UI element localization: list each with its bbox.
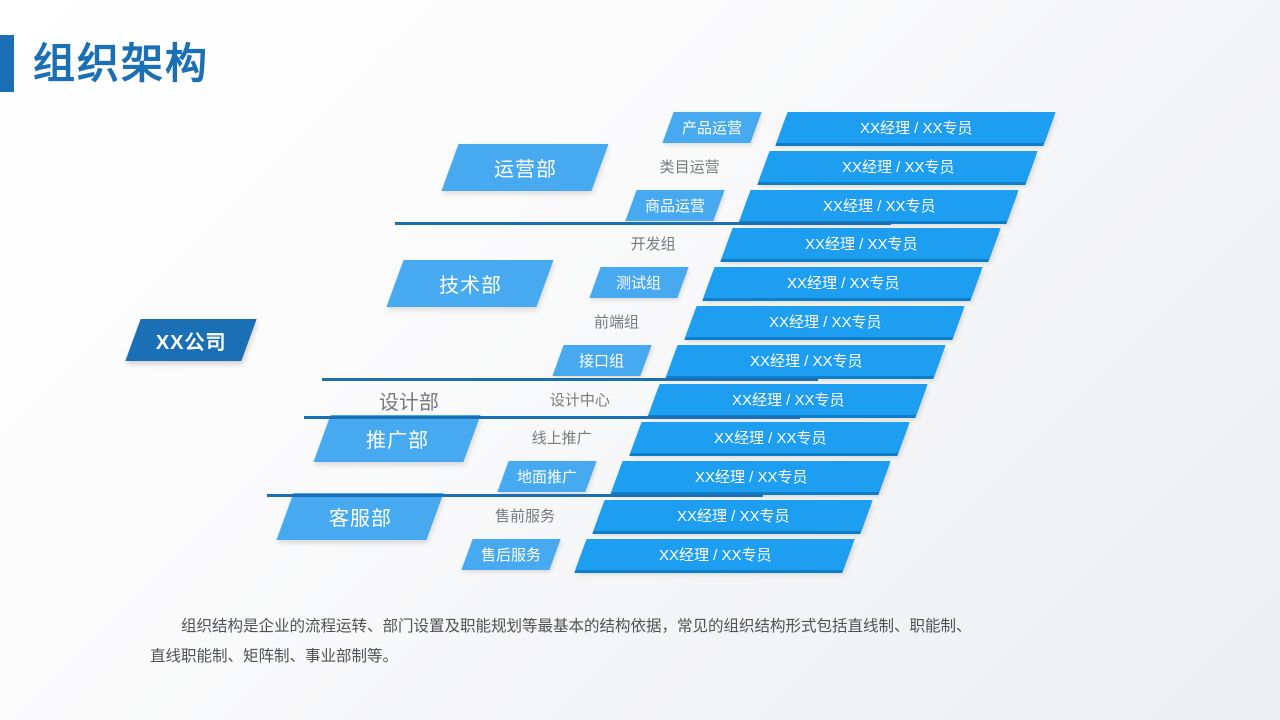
sub-unit-node[interactable]: 线上推广 bbox=[518, 422, 606, 453]
leaf-node[interactable]: XX经理 / XX专员 bbox=[703, 267, 983, 299]
sub-unit-label: 地面推广 bbox=[517, 469, 578, 487]
sub-unit-label: 售前服务 bbox=[494, 508, 555, 525]
leaf-node-label: XX经理 / XX专员 bbox=[749, 352, 863, 370]
leaf-node[interactable]: XX经理 / XX专员 bbox=[575, 538, 855, 570]
leaf-node-label: XX经理 / XX专员 bbox=[658, 546, 771, 564]
sub-unit-node[interactable]: 接口组 bbox=[552, 344, 652, 376]
sub-unit-label: 测试组 bbox=[616, 275, 662, 293]
department-node[interactable]: 运营部 bbox=[441, 143, 609, 191]
sub-unit-label: 类目运营 bbox=[659, 158, 720, 176]
leaf-node-label: XX经理 / XX专员 bbox=[731, 391, 845, 409]
leaf-node[interactable]: XX经理 / XX专员 bbox=[666, 344, 946, 376]
sub-unit-node[interactable]: 商品运营 bbox=[625, 189, 726, 221]
leaf-node[interactable]: XX经理 / XX专员 bbox=[758, 150, 1038, 182]
sub-unit-label: 线上推广 bbox=[531, 430, 592, 448]
department-node[interactable]: 推广部 bbox=[313, 415, 481, 463]
leaf-node-label: XX经理 / XX专员 bbox=[859, 120, 973, 137]
title-accent-bar bbox=[0, 35, 14, 92]
sub-unit-node[interactable]: 售后服务 bbox=[461, 538, 561, 570]
department-label: 技术部 bbox=[438, 275, 502, 298]
leaf-node[interactable]: XX经理 / XX专员 bbox=[648, 383, 928, 415]
leaf-node[interactable]: XX经理 / XX专员 bbox=[629, 422, 910, 454]
leaf-node-label: XX经理 / XX专员 bbox=[768, 314, 881, 331]
group-divider bbox=[321, 377, 818, 381]
department-node[interactable]: 技术部 bbox=[386, 260, 554, 308]
department-node[interactable]: 客服部 bbox=[276, 493, 444, 540]
caption-line-1: 组织结构是企业的流程运转、部门设置及职能规划等最基本的结构依据，常见的组织结构形… bbox=[181, 618, 972, 635]
department-node[interactable]: 设计部 bbox=[334, 377, 484, 424]
department-label: 客服部 bbox=[328, 508, 392, 530]
sub-unit-node[interactable]: 开发组 bbox=[609, 228, 697, 259]
department-label: 设计部 bbox=[378, 391, 439, 414]
sub-unit-node[interactable]: 售前服务 bbox=[481, 500, 569, 531]
sub-unit-node[interactable]: 地面推广 bbox=[497, 461, 597, 493]
leaf-node[interactable]: XX经理 / XX专员 bbox=[684, 306, 965, 337]
leaf-node-label: XX经理 / XX专员 bbox=[676, 508, 790, 525]
sub-unit-node[interactable]: 产品运营 bbox=[662, 112, 762, 143]
sub-unit-node[interactable]: 设计中心 bbox=[536, 384, 624, 415]
group-divider bbox=[303, 416, 800, 420]
leaf-node[interactable]: XX经理 / XX专员 bbox=[611, 461, 891, 493]
sub-unit-node[interactable]: 类目运营 bbox=[646, 151, 734, 182]
caption-text: 组织结构是企业的流程运转、部门设置及职能规划等最基本的结构依据，常见的组织结构形… bbox=[150, 612, 1130, 672]
sub-unit-label: 商品运营 bbox=[645, 197, 706, 215]
leaf-node-label: XX经理 / XX专员 bbox=[841, 158, 954, 176]
department-label: 推广部 bbox=[365, 430, 429, 453]
root-node[interactable]: XX公司 bbox=[125, 319, 257, 362]
sub-unit-label: 前端组 bbox=[593, 314, 639, 331]
leaf-node-label: XX经理 / XX专员 bbox=[823, 197, 936, 215]
sub-unit-label: 接口组 bbox=[579, 352, 625, 370]
sub-unit-label: 开发组 bbox=[630, 236, 676, 254]
leaf-node[interactable]: XX经理 / XX专员 bbox=[776, 112, 1056, 143]
leaf-node[interactable]: XX经理 / XX专员 bbox=[721, 228, 1001, 260]
root-node-label: XX公司 bbox=[156, 331, 227, 354]
leaf-node[interactable]: XX经理 / XX专员 bbox=[739, 189, 1020, 221]
sub-unit-label: 设计中心 bbox=[549, 391, 610, 409]
leaf-node-label: XX经理 / XX专员 bbox=[786, 275, 900, 293]
leaf-node[interactable]: XX经理 / XX专员 bbox=[593, 500, 873, 531]
leaf-node-label: XX经理 / XX专员 bbox=[695, 469, 808, 487]
sub-unit-node[interactable]: 测试组 bbox=[589, 267, 689, 299]
page-title: 组织架构 bbox=[33, 40, 210, 87]
leaf-node-label: XX经理 / XX专员 bbox=[804, 236, 918, 254]
caption-line-2: 直线职能制、矩阵制、事业部制等。 bbox=[150, 648, 399, 665]
sub-unit-node[interactable]: 前端组 bbox=[573, 306, 661, 337]
sub-unit-label: 产品运营 bbox=[681, 120, 742, 137]
department-label: 运营部 bbox=[493, 158, 557, 181]
group-divider bbox=[395, 222, 892, 226]
leaf-node-label: XX经理 / XX专员 bbox=[713, 430, 826, 448]
group-divider bbox=[267, 494, 763, 497]
sub-unit-label: 售后服务 bbox=[480, 546, 541, 564]
